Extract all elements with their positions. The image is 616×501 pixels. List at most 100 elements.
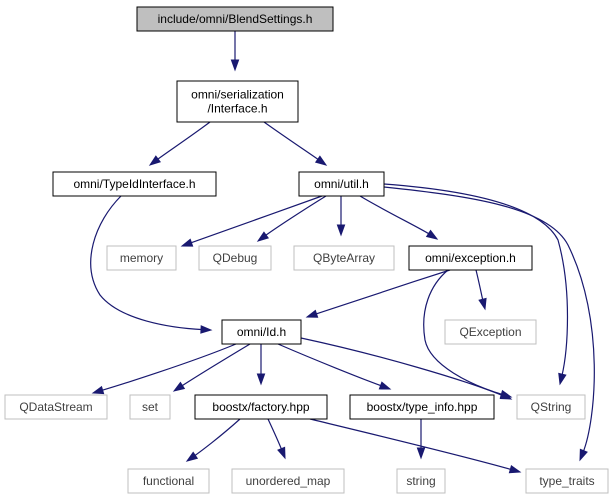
node-typetraits-box [525, 468, 609, 494]
edge-typeinfo-to-string-arrowhead [416, 447, 426, 460]
node-qdatastream-label: QDataStream [19, 400, 92, 414]
node-qdatastream[interactable]: QDataStream [4, 394, 108, 420]
edge-serial-to-typeid-line [156, 121, 211, 161]
edge-serial-to-util-arrowhead [314, 155, 328, 166]
edge-serial-to-typeid-arrowhead [148, 155, 161, 166]
node-serial-label-line-2: /Interface.h [207, 102, 267, 116]
node-qbytearray[interactable]: QByteArray [293, 245, 395, 271]
edge-util-to-typetraits-arrowhead [579, 448, 588, 462]
node-util[interactable]: omni/util.h [298, 171, 385, 197]
edge-util-to-exception-line [359, 195, 431, 236]
edge-id-to-factory [256, 344, 266, 386]
edge-typeid-to-id-arrowhead [200, 325, 213, 334]
edge-id-to-typeinfo-line [277, 343, 383, 387]
edge-util-to-memory [180, 195, 323, 247]
node-set-box [129, 394, 171, 420]
node-serial[interactable]: omni/serialization/Interface.h [176, 80, 299, 123]
edge-serial-to-util [263, 121, 328, 166]
edge-factory-to-unordered-arrowhead [277, 446, 286, 460]
edge-util-to-memory-line [189, 195, 323, 244]
node-memory[interactable]: memory [106, 245, 177, 271]
node-exception-box [408, 245, 533, 271]
node-unordered-label: unordered_map [246, 474, 331, 488]
edge-id-to-qdatastream-arrowhead [91, 385, 105, 395]
node-factory-box [194, 394, 328, 420]
node-typeinfo-box [349, 394, 495, 420]
edge-blend-to-serial-arrowhead [230, 59, 240, 72]
edge-exception-to-id [305, 269, 451, 318]
edge-id-to-qdatastream [91, 343, 237, 395]
edge-factory-to-functional-arrowhead [185, 451, 199, 462]
edge-util-to-qdebug-arrowhead [256, 231, 270, 242]
edge-typeinfo-to-string [416, 418, 426, 460]
node-factory-label: boostx/factory.hpp [212, 400, 309, 414]
node-util-label: omni/util.h [314, 177, 369, 191]
node-typeid-box [52, 171, 217, 197]
node-serial-label-line-1: omni/serialization [191, 88, 284, 102]
edge-id-to-typeinfo [277, 343, 392, 390]
edge-id-to-qstring-line [300, 337, 504, 397]
edge-exception-to-id-arrowhead [305, 309, 319, 318]
node-unordered-box [231, 468, 345, 494]
node-serial-box [176, 80, 299, 123]
node-id-label: omni/Id.h [237, 325, 286, 339]
edge-id-to-qstring-arrowhead [499, 391, 513, 400]
edge-factory-to-unordered [267, 418, 286, 460]
edge-id-to-set-line [180, 343, 251, 388]
node-qstring-box [516, 394, 586, 420]
node-typeid-label: omni/TypeIdInterface.h [73, 177, 195, 191]
node-qdebug-label: QDebug [213, 251, 258, 265]
node-blend-label: include/omni/BlendSettings.h [158, 12, 313, 26]
node-qbytearray-box [293, 245, 395, 271]
edge-factory-to-typetraits [309, 418, 522, 474]
node-set[interactable]: set [129, 394, 171, 420]
edge-factory-to-typetraits-line [309, 418, 513, 471]
edge-exception-to-qexception-arrowhead [478, 297, 487, 311]
edge-util-to-qstring [383, 183, 569, 386]
edge-id-to-qstring [300, 337, 513, 400]
edge-exception-to-qstring-line [423, 269, 504, 396]
node-string-box [396, 468, 446, 494]
node-string-label: string [406, 474, 435, 488]
edge-typeid-to-id [90, 195, 213, 334]
node-set-label: set [142, 400, 159, 414]
edge-serial-to-typeid [148, 121, 211, 166]
edge-factory-to-typetraits-arrowhead [508, 464, 522, 474]
node-memory-box [106, 245, 177, 271]
node-typeinfo[interactable]: boostx/type_info.hpp [349, 394, 495, 420]
edge-factory-to-functional [185, 418, 241, 462]
node-qexception[interactable]: QException [444, 319, 537, 345]
node-qstring[interactable]: QString [516, 394, 586, 420]
node-qbytearray-label: QByteArray [313, 251, 375, 265]
edge-id-to-set [172, 343, 251, 392]
node-functional-box [127, 468, 210, 494]
node-id[interactable]: omni/Id.h [221, 319, 302, 345]
node-typeid[interactable]: omni/TypeIdInterface.h [52, 171, 217, 197]
node-qdebug-box [198, 245, 272, 271]
edge-id-to-typeinfo-arrowhead [378, 381, 392, 390]
edge-factory-to-functional-line [193, 418, 241, 457]
node-qdatastream-box [4, 394, 108, 420]
edge-util-to-qstring-arrowhead [558, 372, 567, 386]
node-unordered[interactable]: unordered_map [231, 468, 345, 494]
edge-factory-to-unordered-line [267, 418, 283, 451]
edge-util-to-qbytearray-arrowhead [336, 224, 346, 237]
edges-layer [90, 31, 595, 474]
node-blend[interactable]: include/omni/BlendSettings.h [136, 6, 334, 32]
node-string[interactable]: string [396, 468, 446, 494]
node-exception-label: omni/exception.h [425, 251, 516, 265]
node-id-box [221, 319, 302, 345]
node-qdebug[interactable]: QDebug [198, 245, 272, 271]
node-util-box [298, 171, 385, 197]
node-memory-label: memory [120, 251, 163, 265]
edge-util-to-exception [359, 195, 439, 240]
edge-id-to-qdatastream-line [100, 343, 237, 392]
node-typetraits-label: type_traits [539, 474, 594, 488]
node-functional[interactable]: functional [127, 468, 210, 494]
node-exception[interactable]: omni/exception.h [408, 245, 533, 271]
edge-util-to-exception-arrowhead [425, 229, 439, 240]
node-typetraits[interactable]: type_traits [525, 468, 609, 494]
edge-exception-to-id-line [314, 269, 451, 316]
node-factory[interactable]: boostx/factory.hpp [194, 394, 328, 420]
